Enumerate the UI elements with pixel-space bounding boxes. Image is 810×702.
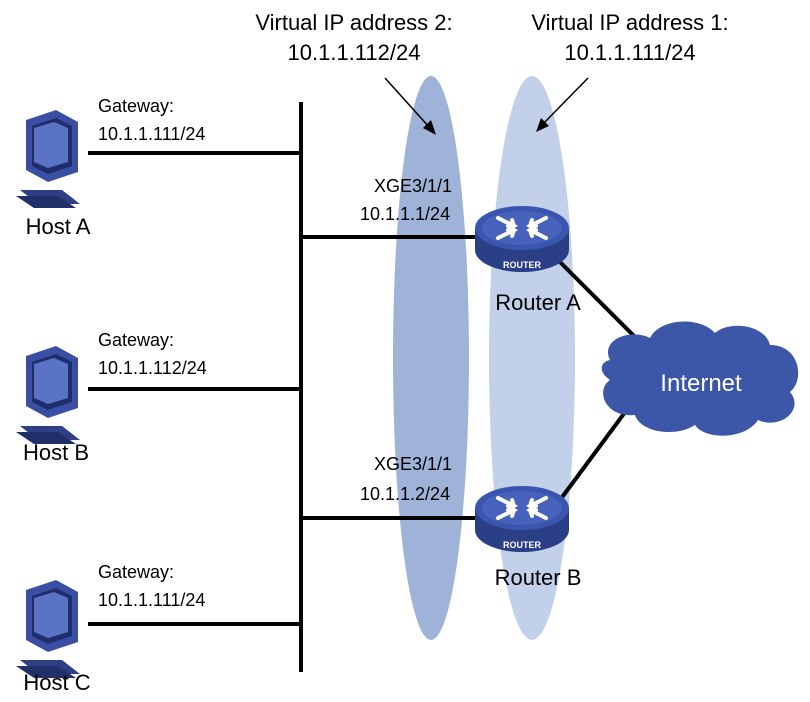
router-a-ip: 10.1.1.1/24 xyxy=(360,204,450,224)
host-b-gateway-label: Gateway: xyxy=(98,330,174,350)
router-a-internet-link xyxy=(558,260,642,344)
host-a-gateway: 10.1.1.111/24 xyxy=(98,124,205,144)
host-a-icon xyxy=(16,110,80,208)
router-a-icon: ROUTER xyxy=(473,204,571,274)
router-b-badge: ROUTER xyxy=(503,540,542,550)
router-a-badge: ROUTER xyxy=(503,260,542,270)
router-a-name: Router A xyxy=(495,290,581,315)
host-c-icon xyxy=(16,580,80,678)
host-a-name: Host A xyxy=(26,214,91,239)
host-b-icon xyxy=(16,346,80,444)
virtual-ip2-arrow xyxy=(384,77,431,129)
virtual-ip1-arrowhead xyxy=(536,118,549,132)
router-b-ip: 10.1.1.2/24 xyxy=(360,484,450,504)
virtual-ip-group2-ellipse xyxy=(393,76,469,640)
virtual-ip1-label: Virtual IP address 1: xyxy=(531,10,728,35)
host-c-gateway: 10.1.1.111/24 xyxy=(98,590,205,610)
virtual-ip2-label: Virtual IP address 2: xyxy=(255,10,452,35)
router-b-interface: XGE3/1/1 xyxy=(374,454,452,474)
virtual-ip-group1-ellipse xyxy=(489,76,575,640)
host-c-name: Host C xyxy=(23,670,90,695)
host-c-gateway-label: Gateway: xyxy=(98,562,174,582)
router-b-icon: ROUTER xyxy=(473,484,571,554)
virtual-ip2-address: 10.1.1.112/24 xyxy=(288,40,421,65)
host-b-name: Host B xyxy=(23,440,89,465)
internet-cloud-icon: Internet xyxy=(601,321,799,436)
router-b-name: Router B xyxy=(495,565,582,590)
virtual-ip1-arrow xyxy=(541,77,589,126)
virtual-ip1-address: 10.1.1.111/24 xyxy=(564,40,695,65)
host-a-gateway-label: Gateway: xyxy=(98,96,174,116)
virtual-ip2-arrowhead xyxy=(423,120,436,135)
router-a-interface: XGE3/1/1 xyxy=(374,176,452,196)
host-b-gateway: 10.1.1.112/24 xyxy=(98,358,207,378)
internet-label: Internet xyxy=(660,370,742,397)
